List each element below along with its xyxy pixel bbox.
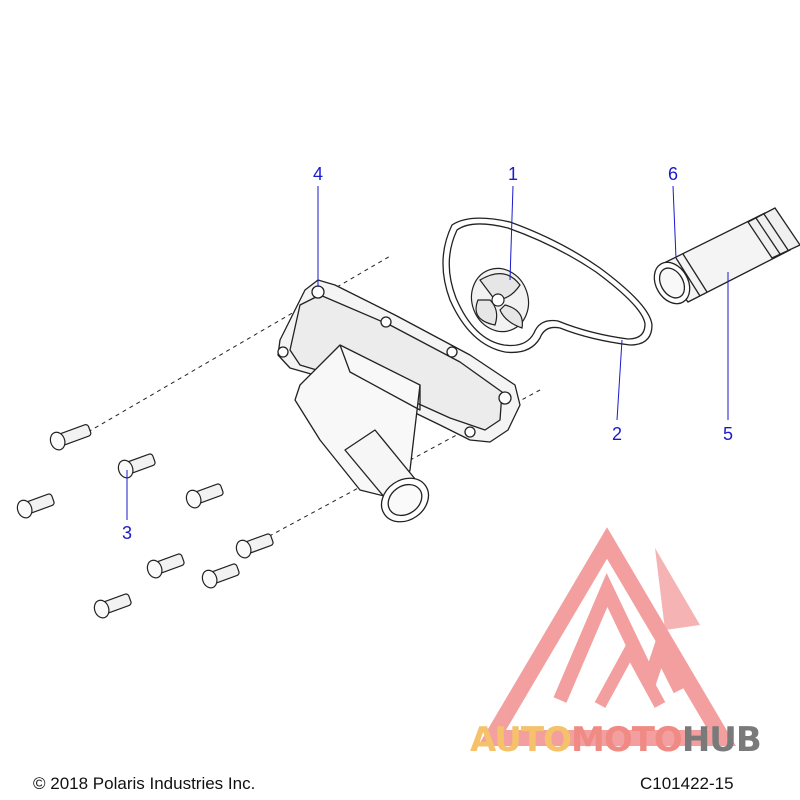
bolt-7 [201,563,240,589]
callout-5: 5 [722,424,734,444]
watermark-logo [477,527,737,746]
bolt-8 [93,593,132,619]
bolt-4 [185,483,224,509]
callout-2: 2 [611,424,623,444]
bolt-2 [117,453,156,479]
wordmark-moto: MOTO [570,720,683,760]
bolt-5 [235,533,274,559]
watermark-wordmark: AUTOMOTOHUB [470,720,762,760]
bolts [16,424,274,619]
bolt-1 [49,424,92,451]
diagram-id: C101422-15 [640,774,734,793]
gasket-o-ring [442,217,653,354]
alignment-lines [87,254,541,541]
leader-lines [126,185,729,520]
callout-3: 3 [121,523,133,543]
wordmark-auto: AUTO [470,720,572,760]
coolant-tube [653,207,800,305]
bolt-6 [146,553,185,579]
impeller [470,267,530,333]
callout-4: 4 [312,164,324,184]
callout-1: 1 [507,164,519,184]
bolt-3 [16,493,55,519]
copyright-text: © 2018 Polaris Industries Inc. [33,774,256,793]
wordmark-hub: HUB [681,720,762,760]
water-pump-housing [277,279,521,523]
callout-6: 6 [667,164,679,184]
